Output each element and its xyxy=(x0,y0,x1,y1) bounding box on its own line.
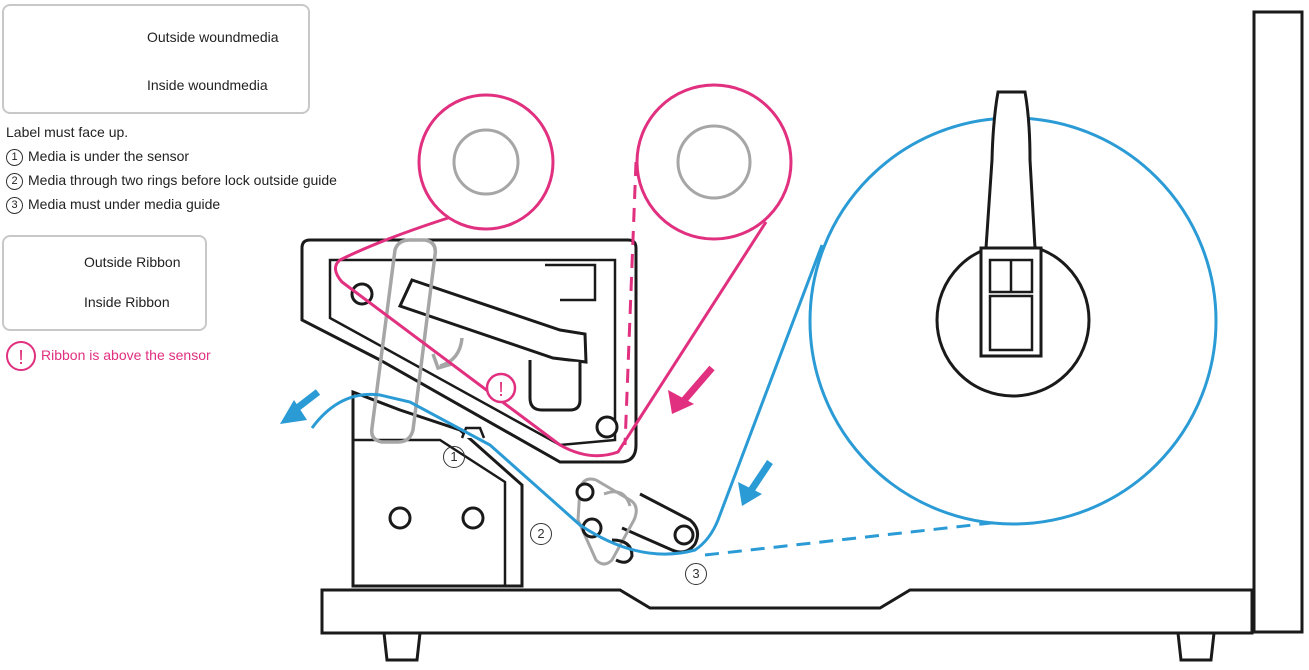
side-wall xyxy=(1252,10,1304,634)
media-guide-pin xyxy=(673,524,695,546)
note-step-2-marker: 2 xyxy=(6,173,23,190)
guide-hook xyxy=(611,538,634,564)
warning-mark-diagram-glyph: ! xyxy=(498,379,504,401)
warning-icon-glyph: ! xyxy=(18,347,24,369)
media-hanger-clip-base xyxy=(988,294,1034,352)
media-direction-arrow-icon xyxy=(747,460,773,494)
ribbon-direction-arrow-head-icon xyxy=(668,390,694,414)
ribbon-takeup-roll xyxy=(635,83,793,241)
lock-guide xyxy=(369,238,438,444)
note-step-1-marker: 1 xyxy=(6,149,23,166)
media-exit-arrow-head-icon xyxy=(280,400,307,424)
note-step-2: 2 Media through two rings before lock out… xyxy=(6,172,337,190)
ribbon-supply-core xyxy=(452,128,520,196)
sensor-bump xyxy=(460,426,486,439)
base-plate xyxy=(320,588,1254,635)
note-face-up: Label must face up. xyxy=(6,124,129,140)
lever-slot xyxy=(545,263,597,302)
ribbon-direction-arrow-icon xyxy=(677,365,715,408)
inside-ribbon-path xyxy=(623,161,638,446)
legend-inside-media-label: Inside woundmedia xyxy=(147,77,268,93)
legend-inside-ribbon-label: Inside Ribbon xyxy=(84,294,170,310)
base-foot-right xyxy=(1176,631,1216,662)
media-hanger xyxy=(984,90,1037,250)
mechanism-inner-line xyxy=(353,438,507,586)
note-step-1: 1 Media is under the sensor xyxy=(6,148,189,166)
lower-screw-1 xyxy=(388,506,412,530)
warning-icon xyxy=(6,341,36,371)
base-foot-left xyxy=(382,631,422,662)
note-step-3-marker: 3 xyxy=(6,197,23,214)
ribbon-legend xyxy=(2,235,207,331)
ribbon-takeup-core xyxy=(676,124,752,200)
legend-outside-ribbon-label: Outside Ribbon xyxy=(84,254,181,270)
warning-mark-diagram xyxy=(485,372,517,404)
ribbon-guide-roller xyxy=(595,415,619,439)
outside-media-path xyxy=(310,244,824,556)
lever-arm xyxy=(397,278,588,364)
diagram-step-1-label: 1 xyxy=(443,446,465,468)
note-step-1-text: Media is under the sensor xyxy=(28,148,190,164)
rotate-arrow-head-icon xyxy=(431,353,453,371)
inside-media-path xyxy=(704,520,1001,557)
note-step-3: 3 Media must under media guide xyxy=(6,196,220,214)
lower-screw-2 xyxy=(461,506,485,530)
media-legend xyxy=(2,4,310,114)
guide-rotate-arrow-icon xyxy=(603,490,632,507)
warning-text: Ribbon is above the sensor xyxy=(41,347,211,363)
two-rings-guide xyxy=(576,477,638,566)
ribbon-supply-roll xyxy=(417,93,555,231)
diagram-step-3-label: 3 xyxy=(685,563,707,585)
media-direction-arrow-head-icon xyxy=(738,482,762,506)
ring-upper xyxy=(575,482,595,502)
legend-outside-media-label: Outside woundmedia xyxy=(147,29,279,45)
diagram-step-2-label: 2 xyxy=(530,523,552,545)
note-step-2-text: Media through two rings before lock outs… xyxy=(28,172,337,188)
lever-bracket xyxy=(528,360,582,412)
outside-ribbon-path xyxy=(334,216,768,458)
note-step-3-text: Media must under media guide xyxy=(28,196,221,212)
